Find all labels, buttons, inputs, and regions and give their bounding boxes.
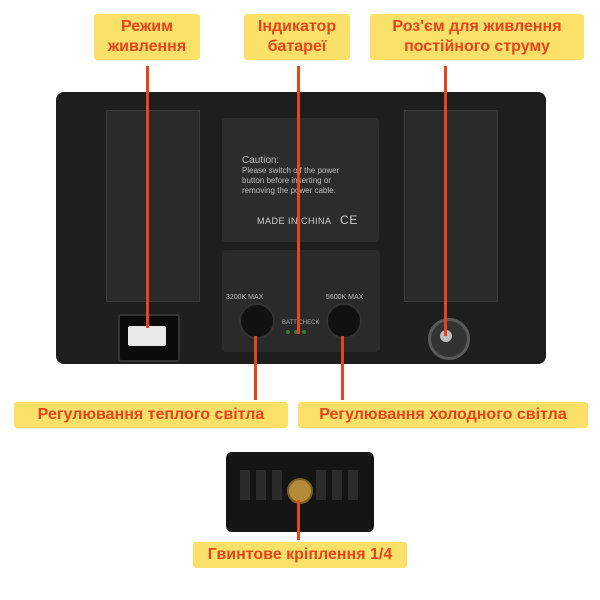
power-mode-switch[interactable] — [118, 314, 180, 362]
battery-slot-right — [404, 110, 498, 302]
warm-knob-label: 3200K MAX — [226, 294, 264, 301]
battery-led-3 — [302, 330, 306, 334]
cooling-fin — [256, 470, 266, 500]
arrow-battery-indicator — [297, 66, 300, 334]
arrow-dc-connector — [444, 66, 447, 336]
warm-light-knob[interactable] — [239, 303, 275, 339]
cooling-fin — [348, 470, 358, 500]
cooling-fin — [316, 470, 326, 500]
battcheck-label: BATT CHECK — [282, 320, 320, 326]
cold-knob-label: 5600K MAX — [326, 294, 364, 301]
label-cold-light: Регулювання холодного світла — [298, 402, 588, 428]
battery-led-2 — [294, 330, 298, 334]
cooling-fin — [272, 470, 282, 500]
cooling-fin — [240, 470, 250, 500]
battery-led-1 — [286, 330, 290, 334]
screw-mount-icon — [287, 478, 313, 504]
control-plate: 3200K MAX 5600K MAX BATT CHECK — [222, 250, 380, 352]
battery-slot-left — [106, 110, 200, 302]
arrow-warm-light — [254, 336, 257, 400]
dc-jack-pin — [440, 330, 452, 342]
caution-plate: Caution: Please switch off the power but… — [222, 118, 379, 242]
label-screw-mount: Гвинтове кріплення 1/4 — [193, 542, 407, 568]
cold-light-knob[interactable] — [326, 303, 362, 339]
arrow-cold-light — [341, 336, 344, 400]
arrow-power-mode — [146, 66, 149, 328]
made-in-china: MADE IN CHINA CE — [257, 213, 358, 227]
arrow-screw-mount — [297, 500, 300, 540]
label-warm-light: Регулювання теплого світла — [14, 402, 288, 428]
caution-text: Caution: Please switch off the power but… — [242, 155, 340, 196]
cooling-fin — [332, 470, 342, 500]
dc-power-jack[interactable] — [428, 318, 470, 360]
switch-rocker[interactable] — [128, 326, 166, 346]
